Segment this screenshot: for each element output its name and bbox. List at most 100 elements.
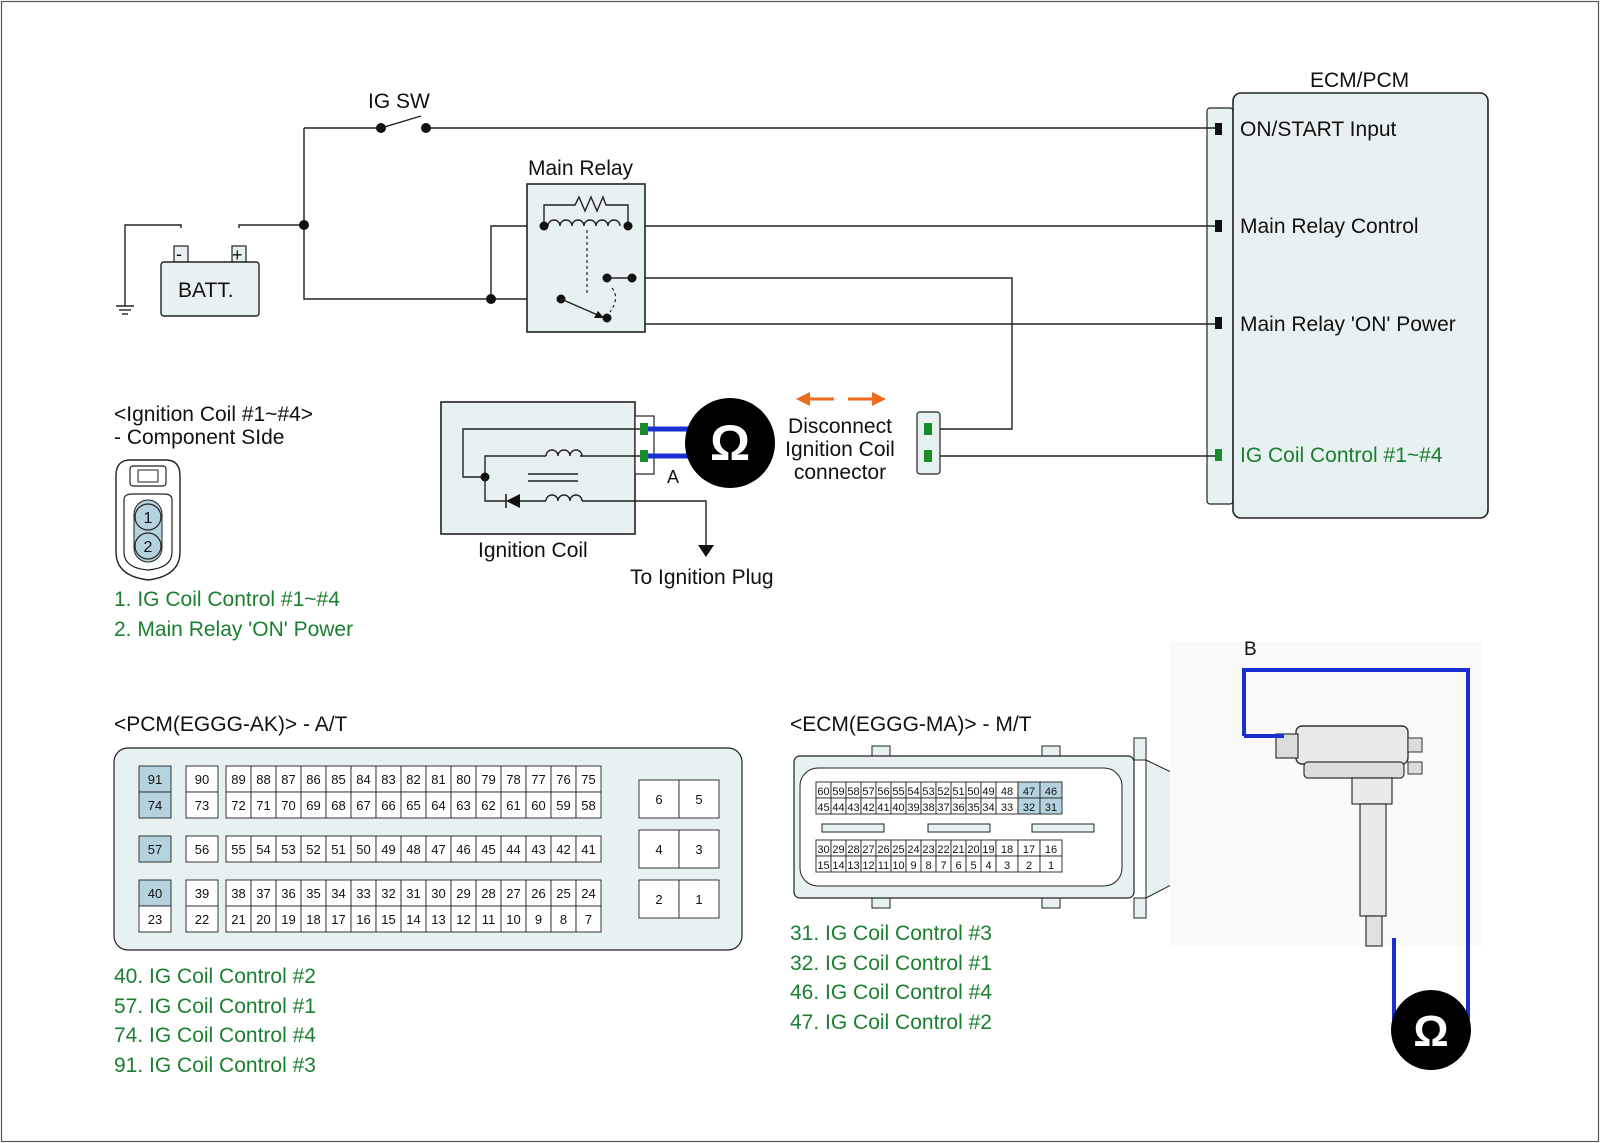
ecm-mt-legend-2: 32. IG Coil Control #1 [790,952,992,975]
pin-number: 68 [331,798,345,813]
pin-cell-81: 81 [425,765,452,793]
pin-cell-32: 32 [375,879,402,907]
pin-cell-48: 48 [995,781,1019,799]
pin-cell-84: 84 [350,765,377,793]
pin-cell-52: 52 [300,835,327,863]
pin-cell-22: 22 [935,839,952,857]
pin-cell-15: 15 [375,905,402,933]
pin-cell-42: 42 [550,835,577,863]
pin-cell-55: 55 [890,781,907,799]
ecm-mt-title: <ECM(EGGG-MA)> - M/T [790,713,1032,736]
pin-number: 16 [356,912,370,927]
pin-number: 30 [817,844,829,856]
pin-number: 9 [535,912,542,927]
pin-number: 24 [581,886,595,901]
pin-number: 61 [506,798,520,813]
pin-number: 76 [556,772,570,787]
pin-number: 11 [878,860,889,872]
pin-number: 59 [832,786,844,798]
pin-number: 21 [952,844,964,856]
pin-number: 42 [556,842,570,857]
coil-pin-1: 1 [144,510,153,527]
pin-cell-86: 86 [300,765,327,793]
pin-cell-90: 90 [185,765,219,793]
pin-number: 5 [695,792,702,807]
pin-number: 18 [306,912,320,927]
pin-number: 88 [256,772,270,787]
pin-cell-37: 37 [935,797,952,815]
pin-cell-80: 80 [450,765,477,793]
pin-cell-36: 36 [275,879,302,907]
pin-number: 10 [506,912,520,927]
svg-text:connector: connector [794,461,886,484]
pin-number: 43 [531,842,545,857]
pin-number: 20 [256,912,270,927]
pin-number: 29 [456,886,470,901]
pin-number: 8 [925,860,931,872]
pin-cell-87: 87 [275,765,302,793]
pin-cell-64: 64 [425,791,452,819]
pin-number: 8 [560,912,567,927]
ecm-mt-legend-1: 31. IG Coil Control #3 [790,922,992,945]
pin-number: 20 [967,844,979,856]
pin-cell-33: 33 [995,797,1019,815]
pin-cell-17: 17 [325,905,352,933]
pin-number: 31 [1045,802,1057,814]
to-ignition-plug-label: To Ignition Plug [630,566,774,589]
pcm-legend-4: 91. IG Coil Control #3 [114,1054,316,1077]
pin-number: 56 [195,842,209,857]
ecm-label-main-relay-on-power: Main Relay 'ON' Power [1240,313,1456,336]
pin-cell-53: 53 [920,781,937,799]
pin-number: 13 [431,912,445,927]
pin-number: 19 [982,844,994,856]
pin-cell-26: 26 [875,839,892,857]
pin-cell-22: 22 [185,905,219,933]
coil-photo-backdrop [1170,642,1482,946]
pin-cell-82: 82 [400,765,427,793]
pin-number: 49 [381,842,395,857]
pin-number: 4 [655,842,662,857]
pin-cell-66: 66 [375,791,402,819]
pin-number: 48 [1001,786,1013,798]
pin-number: 43 [847,802,859,814]
pin-cell-14: 14 [830,855,847,873]
pin-number: 83 [381,772,395,787]
pin-cell-31: 31 [1039,797,1063,815]
ig-sw-label: IG SW [368,90,430,113]
pin-number: 58 [581,798,595,813]
pin-number: 67 [356,798,370,813]
pin-number: 23 [148,912,162,927]
pin-cell-72: 72 [225,791,252,819]
ohm-symbol-a: Ω [710,415,750,471]
pin-cell-44: 44 [500,835,527,863]
pin-cell-21: 21 [225,905,252,933]
pin-cell-74: 74 [138,791,172,819]
pin-number: 27 [862,844,874,856]
pin-cell-43: 43 [525,835,552,863]
pin-number: 12 [456,912,470,927]
pin-number: 14 [406,912,420,927]
pin-number: 45 [817,802,829,814]
pin-cell-20: 20 [250,905,277,933]
pin-cell-19: 19 [275,905,302,933]
pin-number: 46 [456,842,470,857]
pin-number: 52 [937,786,949,798]
pin-cell-4: 4 [638,829,680,869]
pin-number: 15 [381,912,395,927]
pin-cell-60: 60 [525,791,552,819]
pin-number: 28 [481,886,495,901]
pin-number: 2 [1026,860,1032,872]
ecm-terminal-3 [1215,317,1222,329]
pin-cell-1: 1 [1039,855,1063,873]
pin-cell-19: 19 [980,839,997,857]
pin-cell-34: 34 [980,797,997,815]
pin-number: 60 [531,798,545,813]
pin-cell-73: 73 [185,791,219,819]
pin-number: 34 [331,886,345,901]
pin-number: 13 [847,860,859,872]
pin-number: 59 [556,798,570,813]
pin-number: 40 [892,802,904,814]
pin-cell-49: 49 [375,835,402,863]
